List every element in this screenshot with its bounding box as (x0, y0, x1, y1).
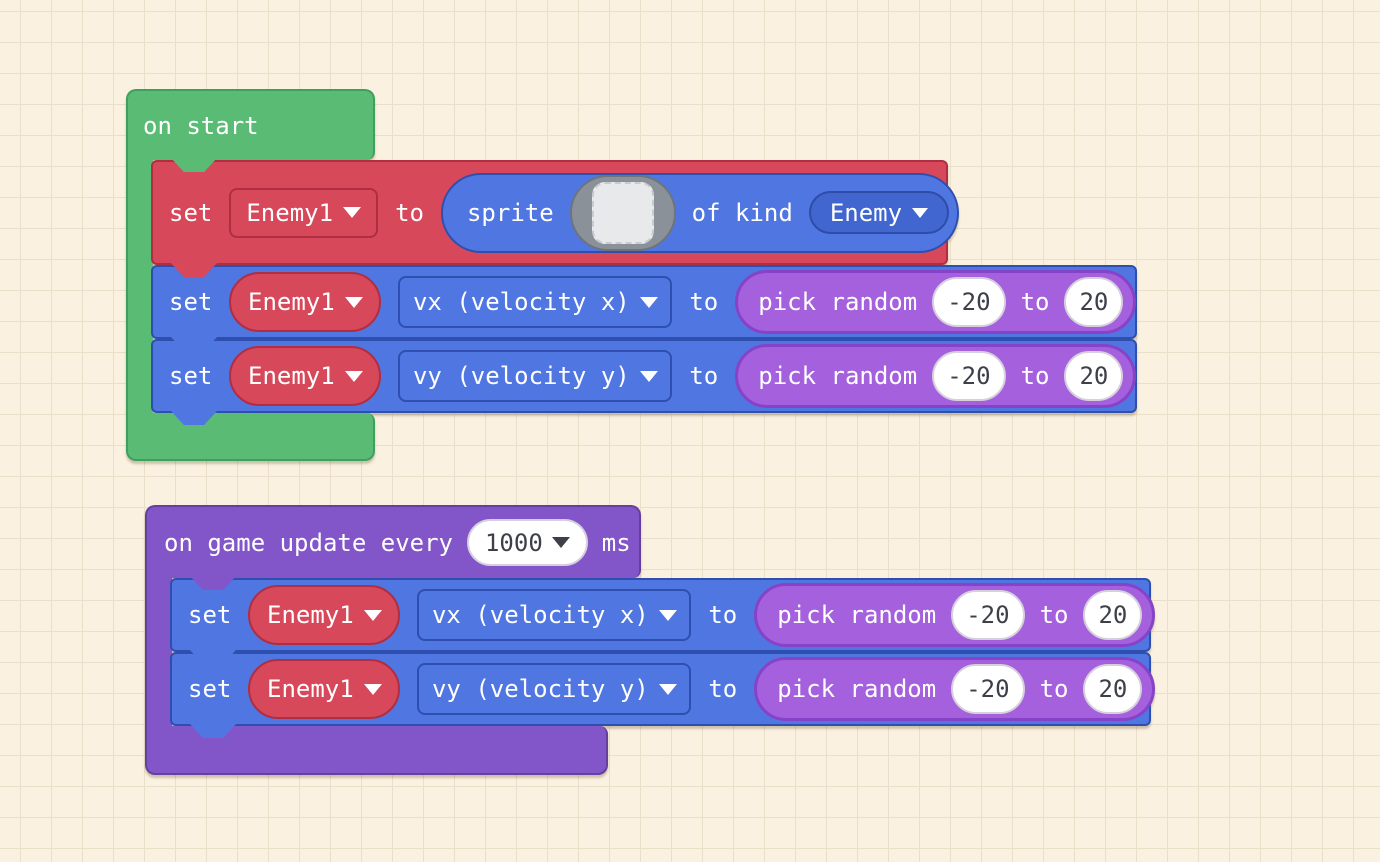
property-dropdown-value: vx (velocity x) (431, 601, 649, 629)
set-label: set (169, 362, 213, 390)
sprite-image-preview (591, 181, 654, 244)
pick-random-label: pick random (777, 675, 937, 703)
ms-label: ms (601, 528, 631, 557)
min-number-field[interactable]: -20 (932, 351, 1006, 401)
sprite-of-kind-block[interactable]: sprite of kind Enemy (440, 172, 960, 253)
pick-random-block[interactable]: pick random -20 to 20 (735, 344, 1137, 408)
set-label: set (169, 198, 213, 227)
interval-dropdown[interactable]: 1000 (466, 519, 588, 566)
pick-random-label: pick random (777, 601, 937, 629)
property-dropdown-value: vy (velocity y) (431, 675, 649, 703)
dropdown-arrow-icon (551, 537, 570, 548)
pick-random-block[interactable]: pick random -20 to 20 (735, 270, 1137, 334)
block-connector-notch (171, 337, 217, 351)
min-number-value: -20 (966, 601, 1010, 629)
block-connector-notch (171, 263, 217, 277)
to-label: to (708, 601, 738, 629)
block-connector-notch (190, 576, 236, 590)
sprite-image-field[interactable] (569, 174, 676, 251)
min-number-value: -20 (947, 362, 991, 390)
pick-random-label: pick random (758, 362, 918, 390)
on-start-left-spine (126, 158, 153, 415)
on-start-label: on start (143, 111, 259, 140)
sprite-kind-dropdown[interactable]: Enemy (808, 191, 950, 234)
dropdown-arrow-icon (912, 207, 929, 218)
on-start-footer (126, 413, 375, 461)
block-connector-notch (171, 158, 217, 172)
max-number-field[interactable]: 20 (1064, 351, 1124, 401)
set-sprite-vx-block[interactable]: set Enemy1 vx (velocity x) to pick rando… (170, 578, 1156, 652)
dropdown-arrow-icon (363, 683, 382, 695)
variable-dropdown[interactable]: Enemy1 (229, 346, 382, 406)
on-game-update-left-spine (145, 576, 172, 728)
dropdown-arrow-icon (658, 683, 677, 695)
max-number-value: 20 (1098, 601, 1128, 629)
block-connector-notch (190, 724, 236, 738)
max-number-field[interactable]: 20 (1083, 590, 1143, 640)
set-label: set (188, 675, 232, 703)
block-connector-notch (190, 650, 236, 664)
dropdown-arrow-icon (639, 370, 658, 382)
to-label: to (395, 198, 424, 227)
max-number-field[interactable]: 20 (1064, 277, 1124, 327)
dropdown-arrow-icon (344, 370, 363, 382)
sprite-label: sprite (466, 198, 554, 227)
on-start-block[interactable]: on start (126, 89, 375, 160)
set-variable-to-sprite-block[interactable]: set Enemy1 to sprite of kind Enemy (151, 160, 960, 265)
min-number-value: -20 (947, 288, 991, 316)
interval-value: 1000 (484, 528, 543, 557)
pick-random-block[interactable]: pick random -20 to 20 (754, 657, 1156, 721)
pick-random-label: pick random (758, 288, 918, 316)
range-to-label: to (1039, 675, 1069, 703)
pick-random-block[interactable]: pick random -20 to 20 (754, 583, 1156, 647)
to-label: to (689, 362, 719, 390)
property-dropdown-value: vx (velocity x) (412, 288, 630, 316)
set-sprite-vx-block[interactable]: set Enemy1 vx (velocity x) to pick rando… (151, 265, 1137, 339)
variable-dropdown-value: Enemy1 (246, 198, 334, 227)
property-dropdown[interactable]: vy (velocity y) (417, 663, 692, 715)
to-label: to (708, 675, 738, 703)
to-label: to (689, 288, 719, 316)
range-to-label: to (1039, 601, 1069, 629)
property-dropdown-value: vy (velocity y) (412, 362, 630, 390)
variable-dropdown-value: Enemy1 (248, 362, 335, 390)
range-to-label: to (1020, 288, 1050, 316)
property-dropdown[interactable]: vy (velocity y) (398, 350, 673, 402)
variable-dropdown[interactable]: Enemy1 (248, 585, 401, 645)
variable-dropdown-value: Enemy1 (248, 288, 335, 316)
property-dropdown[interactable]: vx (velocity x) (417, 589, 692, 641)
min-number-field[interactable]: -20 (951, 664, 1025, 714)
range-to-label: to (1020, 362, 1050, 390)
property-dropdown[interactable]: vx (velocity x) (398, 276, 673, 328)
variable-dropdown[interactable]: Enemy1 (229, 187, 379, 238)
variable-dropdown-value: Enemy1 (267, 601, 354, 629)
min-number-field[interactable]: -20 (951, 590, 1025, 640)
max-number-value: 20 (1079, 362, 1109, 390)
on-start-block-group: on start set Enemy1 to sprite of kind En… (126, 89, 1137, 461)
set-label: set (169, 288, 213, 316)
set-label: set (188, 601, 232, 629)
dropdown-arrow-icon (344, 296, 363, 308)
set-sprite-vy-block[interactable]: set Enemy1 vy (velocity y) to pick rando… (151, 339, 1137, 413)
set-sprite-vy-block[interactable]: set Enemy1 vy (velocity y) to pick rando… (170, 652, 1156, 726)
on-game-update-block[interactable]: on game update every 1000 ms (145, 505, 641, 578)
min-number-field[interactable]: -20 (932, 277, 1006, 327)
sprite-kind-value: Enemy (829, 198, 903, 227)
variable-dropdown[interactable]: Enemy1 (229, 272, 382, 332)
dropdown-arrow-icon (343, 207, 362, 218)
of-kind-label: of kind (691, 198, 793, 227)
dropdown-arrow-icon (363, 609, 382, 621)
dropdown-arrow-icon (639, 296, 658, 308)
dropdown-arrow-icon (658, 609, 677, 621)
max-number-value: 20 (1079, 288, 1109, 316)
variable-dropdown-value: Enemy1 (267, 675, 354, 703)
max-number-value: 20 (1098, 675, 1128, 703)
on-game-update-label: on game update every (164, 528, 453, 557)
max-number-field[interactable]: 20 (1083, 664, 1143, 714)
variable-dropdown[interactable]: Enemy1 (248, 659, 401, 719)
block-connector-notch (171, 411, 217, 425)
on-game-update-block-group: on game update every 1000 ms set Enemy1 … (145, 505, 1156, 775)
min-number-value: -20 (966, 675, 1010, 703)
